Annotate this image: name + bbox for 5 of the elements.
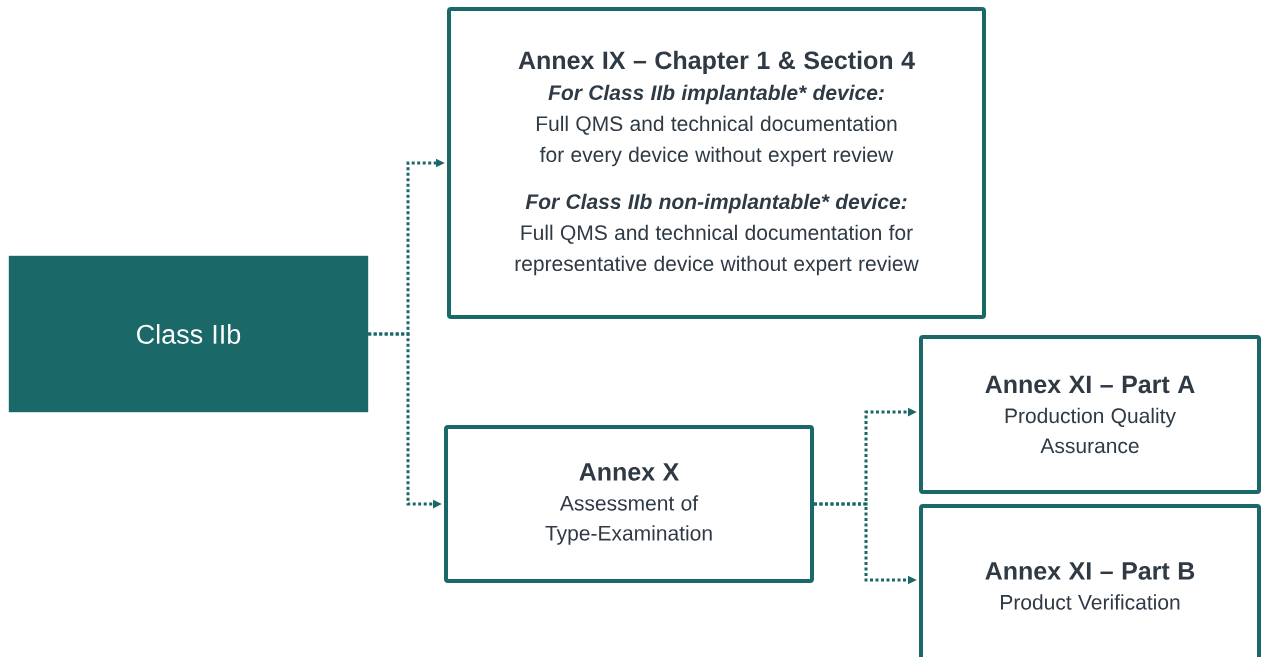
annex-box: Annex IX – Chapter 1 & Section 4 For Class IIb implantable* device: Full QMS and technical documentation for every device without expert review For Class IIb non-implantable* device: Full QMS and technical documentation for representative device without expert review	[447, 7, 986, 319]
annex-box: Annex XI – Part B Product Verification	[919, 504, 1261, 657]
annex-box: Annex X Assessment of Type-Examination	[444, 425, 814, 583]
class-box: Class IIb	[8, 255, 369, 413]
annex-box: Annex XI – Part A Production Quality Assurance	[919, 335, 1261, 494]
